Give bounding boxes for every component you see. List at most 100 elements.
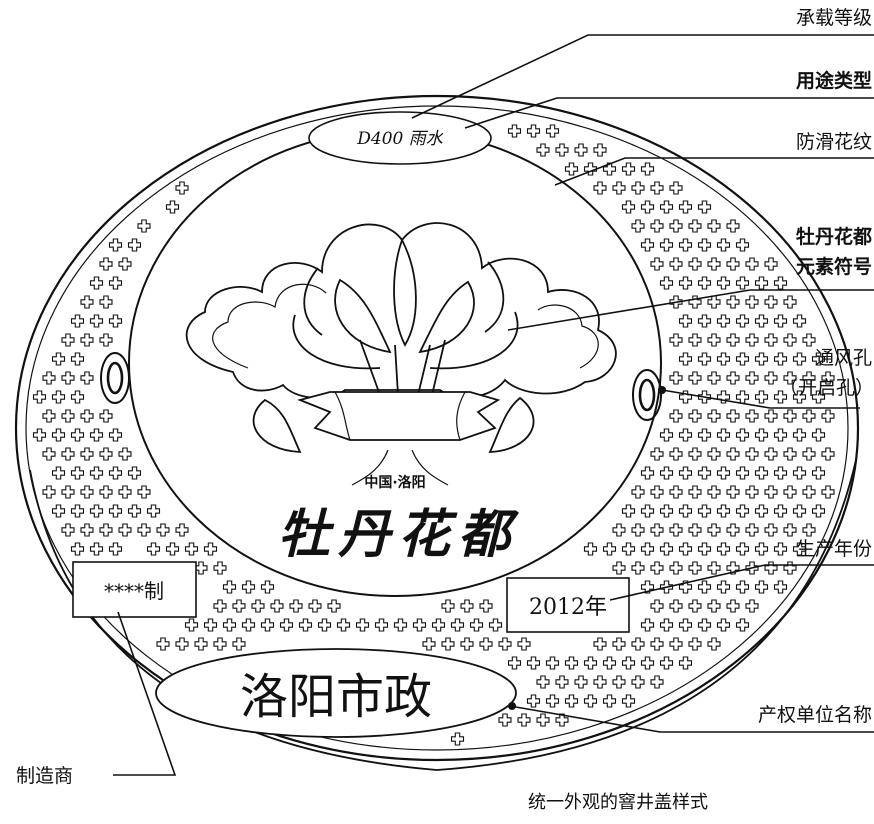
plus-cross-icon — [802, 523, 816, 537]
plus-cross-icon — [127, 238, 142, 252]
plus-cross-icon — [593, 181, 607, 195]
plus-cross-icon — [802, 447, 816, 461]
plus-cross-icon — [460, 637, 474, 651]
plus-cross-icon — [118, 523, 132, 537]
plus-cross-icon — [678, 238, 693, 252]
plus-cross-icon — [460, 599, 474, 613]
plus-cross-icon — [697, 618, 712, 632]
plus-cross-icon — [792, 504, 807, 518]
plus-cross-icon — [764, 409, 778, 423]
plus-cross-icon — [108, 276, 123, 290]
maker-plate-text: ****制 — [104, 579, 164, 603]
plus-cross-icon — [726, 219, 740, 233]
plus-cross-icon — [783, 447, 797, 461]
plus-cross-icon — [735, 276, 750, 290]
vent-leader-dot — [658, 386, 666, 394]
plus-cross-icon — [479, 599, 493, 613]
plus-cross-icon — [70, 504, 85, 518]
callout-peony-line2: 元素符号 — [796, 255, 872, 278]
plus-cross-icon — [194, 561, 208, 575]
plus-cross-icon — [745, 599, 759, 613]
peony-flower-icon — [185, 222, 617, 486]
plus-cross-icon — [688, 523, 702, 537]
plus-cross-icon — [716, 466, 731, 480]
plus-cross-icon — [507, 656, 522, 670]
plus-cross-icon — [735, 352, 750, 366]
plus-cross-icon — [659, 504, 674, 518]
plus-cross-icon — [89, 428, 104, 442]
plus-cross-icon — [669, 561, 683, 575]
plus-cross-icon — [536, 713, 550, 727]
leader-lines — [113, 34, 874, 776]
plus-cross-icon — [99, 295, 113, 309]
plus-cross-icon — [507, 124, 522, 138]
slogan-text: 牡丹花都 — [278, 504, 519, 565]
plus-cross-icon — [697, 200, 712, 214]
plus-cross-icon — [336, 618, 351, 632]
plus-cross-icon — [707, 371, 721, 385]
plus-cross-icon — [137, 219, 151, 233]
plus-cross-icon — [773, 580, 788, 594]
plus-cross-icon — [640, 466, 655, 480]
plus-cross-icon — [650, 181, 664, 195]
plus-cross-icon — [745, 333, 759, 347]
region-city-text: 中国·洛阳 — [364, 474, 425, 491]
plus-cross-icon — [175, 523, 189, 537]
owner-plate-text: 洛阳市政 — [240, 669, 432, 725]
plus-cross-icon — [783, 523, 797, 537]
plus-cross-icon — [612, 523, 626, 537]
plus-cross-icon — [612, 181, 626, 195]
plus-cross-icon — [469, 618, 484, 632]
plus-cross-icon — [602, 694, 617, 708]
plus-cross-icon — [108, 428, 123, 442]
plus-cross-icon — [754, 276, 769, 290]
plus-cross-icon — [165, 542, 180, 556]
plus-cross-icon — [61, 371, 75, 385]
plus-cross-icon — [773, 466, 788, 480]
plus-cross-icon — [42, 409, 56, 423]
callout-peony-line1: 牡丹花都 — [796, 225, 872, 248]
plus-cross-icon — [735, 542, 750, 556]
plus-cross-icon — [564, 694, 579, 708]
plus-cross-icon — [811, 428, 826, 442]
plus-cross-icon — [764, 333, 778, 347]
plus-cross-icon — [165, 200, 180, 214]
plus-cross-icon — [669, 409, 683, 423]
plus-cross-icon — [488, 618, 503, 632]
plus-cross-icon — [745, 523, 759, 537]
plus-cross-icon — [42, 447, 56, 461]
plus-cross-icon — [194, 637, 208, 651]
plus-cross-icon — [735, 390, 750, 404]
plus-cross-icon — [697, 428, 712, 442]
plus-cross-icon — [393, 618, 408, 632]
year-plate — [506, 577, 630, 633]
plus-cross-icon — [80, 409, 94, 423]
plus-cross-icon — [659, 238, 674, 252]
plus-cross-icon — [517, 637, 531, 651]
owner-plate — [155, 648, 517, 738]
plus-cross-icon — [564, 162, 579, 176]
plus-cross-icon — [726, 257, 740, 271]
plus-cross-icon — [526, 656, 541, 670]
plus-cross-icon — [707, 409, 721, 423]
plus-cross-icon — [374, 618, 389, 632]
plus-cross-icon — [811, 466, 826, 480]
plus-cross-icon — [545, 656, 560, 670]
plus-cross-icon — [745, 257, 759, 271]
plus-cross-icon — [707, 637, 721, 651]
plus-cross-icon — [735, 466, 750, 480]
plus-cross-icon — [441, 637, 455, 651]
plus-cross-icon — [526, 124, 541, 138]
plus-cross-icon — [621, 656, 636, 670]
plus-cross-icon — [697, 276, 712, 290]
plus-cross-icon — [99, 409, 113, 423]
plus-cross-icon — [678, 466, 693, 480]
plus-cross-icon — [640, 618, 655, 632]
plus-cross-icon — [498, 713, 512, 727]
plus-cross-icon — [108, 466, 123, 480]
plus-cross-icon — [479, 637, 493, 651]
plus-cross-icon — [811, 504, 826, 518]
plus-cross-icon — [412, 618, 427, 632]
callout-usage-type: 用途类型 — [796, 69, 872, 92]
plus-cross-icon — [726, 599, 740, 613]
